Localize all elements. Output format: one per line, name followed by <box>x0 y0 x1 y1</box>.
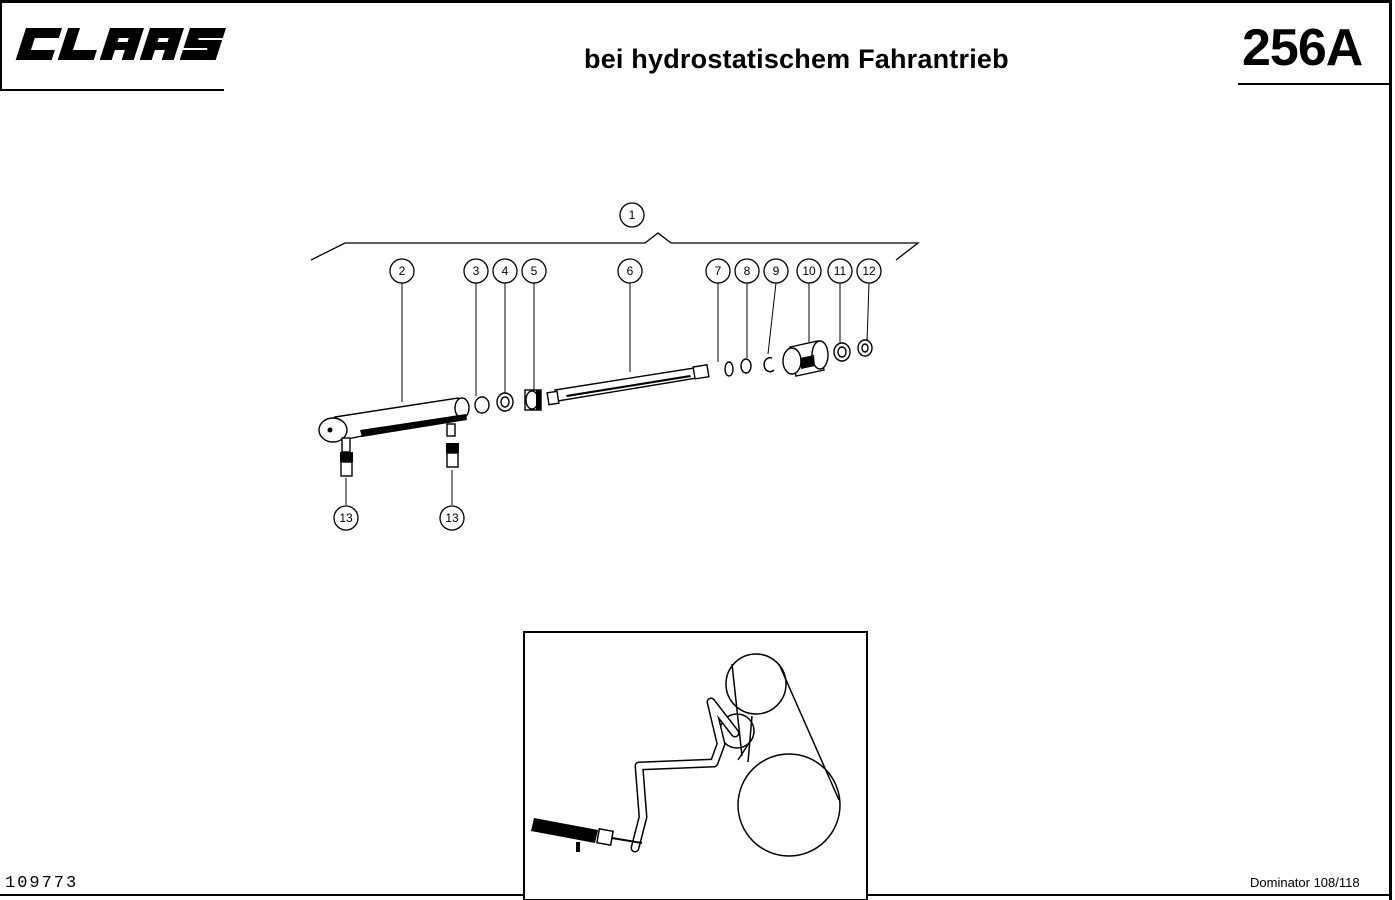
svg-text:4: 4 <box>502 264 509 278</box>
callout-13-right: 13 <box>439 505 465 531</box>
assembly-bracket <box>310 232 920 261</box>
svg-text:5: 5 <box>531 264 538 278</box>
guide-bushing-part-5 <box>524 389 542 411</box>
ring-part-3 <box>474 396 490 414</box>
document-number: 109773 <box>5 874 79 893</box>
callout-6: 6 <box>617 258 643 284</box>
svg-text:3: 3 <box>473 264 480 278</box>
o-ring-part-8 <box>740 358 752 374</box>
leader-lines <box>345 282 870 505</box>
page-number: 256A <box>1242 19 1363 77</box>
lower-pulley <box>737 753 841 857</box>
callout-11: 11 <box>827 258 853 284</box>
svg-text:6: 6 <box>627 264 634 278</box>
callout-13-left: 13 <box>333 505 359 531</box>
svg-text:2: 2 <box>399 264 406 278</box>
header-rule-left <box>0 89 224 91</box>
page-title: bei hydrostatischem Fahrantrieb <box>584 44 1009 74</box>
drive-belt <box>731 663 840 801</box>
o-ring-part-7 <box>724 361 734 377</box>
header-rule-right <box>1238 83 1390 85</box>
snap-ring-part-9 <box>763 356 775 373</box>
seal-part-4 <box>496 392 514 412</box>
svg-text:9: 9 <box>773 264 780 278</box>
piston-rod <box>546 364 710 406</box>
callout-12: 12 <box>856 258 882 284</box>
upper-pulley <box>725 653 787 715</box>
callout-3: 3 <box>463 258 489 284</box>
callout-8: 8 <box>734 258 760 284</box>
model-designation: Dominator 108/118 <box>1250 875 1360 890</box>
washer-part-11 <box>833 342 851 362</box>
callout-9: 9 <box>763 258 789 284</box>
frame-right-border <box>1389 0 1392 900</box>
callout-1: 1 <box>619 202 645 228</box>
hydraulic-cylinder-inset <box>531 818 643 852</box>
cylinder-tube <box>318 397 470 453</box>
nut-part-12 <box>857 339 873 357</box>
location-inset <box>523 631 868 900</box>
svg-text:11: 11 <box>834 264 847 278</box>
frame-left-border <box>0 0 2 90</box>
frame-top-border <box>0 0 1389 3</box>
callout-10: 10 <box>796 258 822 284</box>
svg-text:7: 7 <box>715 264 722 278</box>
svg-text:13: 13 <box>445 511 459 525</box>
svg-text:10: 10 <box>802 264 816 278</box>
piston-part-10 <box>782 340 829 377</box>
hydraulic-fitting-left <box>340 452 353 477</box>
svg-text:13: 13 <box>339 511 353 525</box>
hydraulic-fitting-right <box>446 443 459 468</box>
callout-5: 5 <box>521 258 547 284</box>
callout-4: 4 <box>492 258 518 284</box>
svg-text:8: 8 <box>744 264 751 278</box>
callout-7: 7 <box>705 258 731 284</box>
svg-text:12: 12 <box>862 264 876 278</box>
svg-text:1: 1 <box>629 208 636 222</box>
callout-2: 2 <box>389 258 415 284</box>
claas-logo <box>15 28 227 60</box>
